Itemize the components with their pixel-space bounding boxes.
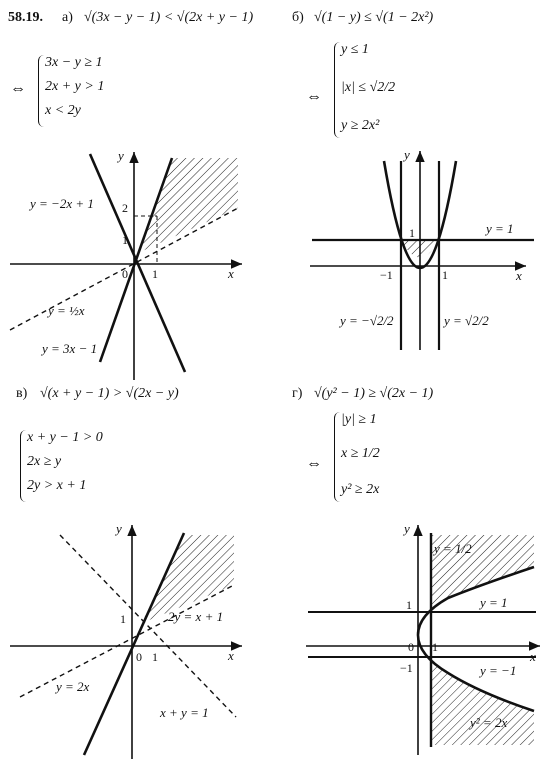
part-b-axis-y-label: y [402, 147, 410, 162]
part-v-system-line-2: 2x ≥ y [27, 454, 62, 469]
part-g-region-lower [431, 660, 534, 745]
part-v-system-line-3: 2y > x + 1 [27, 478, 87, 493]
part-b-system-line-2: |x| ≤ √2/2 [341, 80, 396, 95]
part-v-inequality: √(x + y − 1) > √(2x − y) [40, 386, 179, 401]
part-g-equiv: ⇔ [306, 455, 322, 472]
part-a-tick-x1: 1 [152, 267, 158, 281]
part-g-system: |y| ≥ 1 x ≥ 1/2 y² ≥ 2x [334, 412, 415, 502]
part-g-graph: y x 1 0 1 −1 y = 1/2 y = 1 y = −1 y² = 2… [306, 521, 540, 755]
part-b-tick-y1: 1 [409, 226, 415, 240]
part-g-label-yneg1: y = −1 [478, 663, 516, 678]
part-g-axis-y-label: y [402, 521, 410, 536]
part-b-axis-x-label: x [515, 268, 522, 283]
part-v-tick-x1: 1 [152, 650, 158, 664]
part-g-label-parabola: y² = 2x [468, 715, 507, 730]
part-v-line-2y-x-plus1 [19, 584, 235, 698]
part-a-label-line3: y = 3x − 1 [40, 341, 97, 356]
part-v-label-line2: y = 2x [54, 679, 90, 694]
part-b-label-xneg: y = −√2/2 [338, 313, 394, 328]
part-b-tick-xneg1: −1 [380, 268, 393, 282]
part-a-line-y-half-x [9, 207, 239, 331]
part-g-letter: г) [292, 386, 303, 401]
part-b-system-line-1: y ≤ 1 [341, 42, 369, 57]
part-b-inequality: √(1 − y) ≤ √(1 − 2x²) [314, 10, 434, 25]
part-v-axis-y-label: y [114, 521, 122, 536]
part-a-system-line-3: x < 2y [45, 103, 81, 118]
part-g-system-line-3: y² ≥ 2x [341, 482, 380, 497]
part-b-system: y ≤ 1 |x| ≤ √2/2 y ≥ 2x² [334, 42, 425, 138]
part-a-axis-x-label: x [227, 266, 234, 281]
part-g-system-line-2: x ≥ 1/2 [341, 446, 380, 461]
part-b-label-y1: y = 1 [484, 221, 514, 236]
part-v-system: x + y − 1 > 0 2x ≥ y 2y > x + 1 [20, 430, 131, 502]
part-a-tick-y1: 1 [122, 233, 128, 247]
part-a-label-line2: y = ½x [46, 303, 85, 318]
part-b-system-line-3: y ≥ 2x² [341, 118, 380, 133]
part-g-tick-x1: 1 [432, 640, 438, 654]
part-g-label-y1: y = 1 [478, 595, 508, 610]
part-a-equiv: ⇔ [10, 80, 26, 97]
part-v-label-line3: x + y = 1 [159, 705, 209, 720]
part-b-parabola [382, 160, 458, 270]
part-a-system: 3x − y ≥ 1 2x + y > 1 x < 2y [38, 55, 119, 127]
part-v-solution-region [142, 535, 234, 623]
part-b-equiv: ⇔ [306, 88, 322, 105]
part-v-tick-origin: 0 [136, 650, 142, 664]
part-g-region-upper [431, 535, 534, 609]
part-g-system-line-1: |y| ≥ 1 [341, 412, 377, 427]
part-v-tick-y1: 1 [120, 612, 126, 626]
part-g-tick-yneg1: −1 [400, 661, 413, 675]
part-b-letter: б) [292, 10, 304, 25]
part-g-tick-origin: 0 [408, 640, 414, 654]
part-v-system-line-1: x + y − 1 > 0 [27, 430, 103, 445]
part-v-line-y-2x [82, 532, 186, 756]
part-b-graph: y x 1 −1 1 y = 1 y = −√2/2 y = √2/2 [310, 147, 534, 350]
part-a-label-line1: y = −2x + 1 [28, 196, 94, 211]
part-v-graph: y x 1 0 1 2y = x + 1 y = 2x x + y = 1 [10, 521, 242, 759]
part-a-system-line-2: 2x + y > 1 [45, 79, 105, 94]
part-b-label-xpos: y = √2/2 [442, 313, 489, 328]
part-g-parabola [416, 565, 535, 713]
part-g-axis-x-label: x [529, 649, 536, 664]
part-b-tick-x1: 1 [442, 268, 448, 282]
part-v-letter: в) [16, 386, 28, 401]
part-a-tick-origin: 0 [122, 267, 128, 281]
part-a-system-line-1: 3x − y ≥ 1 [45, 55, 103, 70]
part-g-label-xhalf: y = 1/2 [432, 541, 472, 556]
part-a-inequality: √(3x − y − 1) < √(2x + y − 1) [84, 10, 254, 25]
part-v-line-x-plus-y-1 [59, 534, 237, 718]
part-g-inequality: √(y² − 1) ≥ √(2x − 1) [314, 386, 434, 401]
part-a-axis-y-label: y [116, 148, 124, 163]
part-a-line-y-minus2x-plus1 [88, 153, 187, 373]
part-a-line-y-3x-minus1 [98, 157, 174, 363]
part-a-letter: а) [62, 10, 73, 25]
problem-number: 58.19. [8, 10, 43, 25]
part-a-graph: y x 2 1 0 1 y = −2x + 1 y = ½x y = 3x − … [9, 148, 242, 380]
part-v-axis-x-label: x [227, 648, 234, 663]
part-g-tick-y1: 1 [406, 598, 412, 612]
part-v-label-line1: 2y = x + 1 [168, 609, 223, 624]
part-a-tick-2: 2 [122, 201, 128, 215]
